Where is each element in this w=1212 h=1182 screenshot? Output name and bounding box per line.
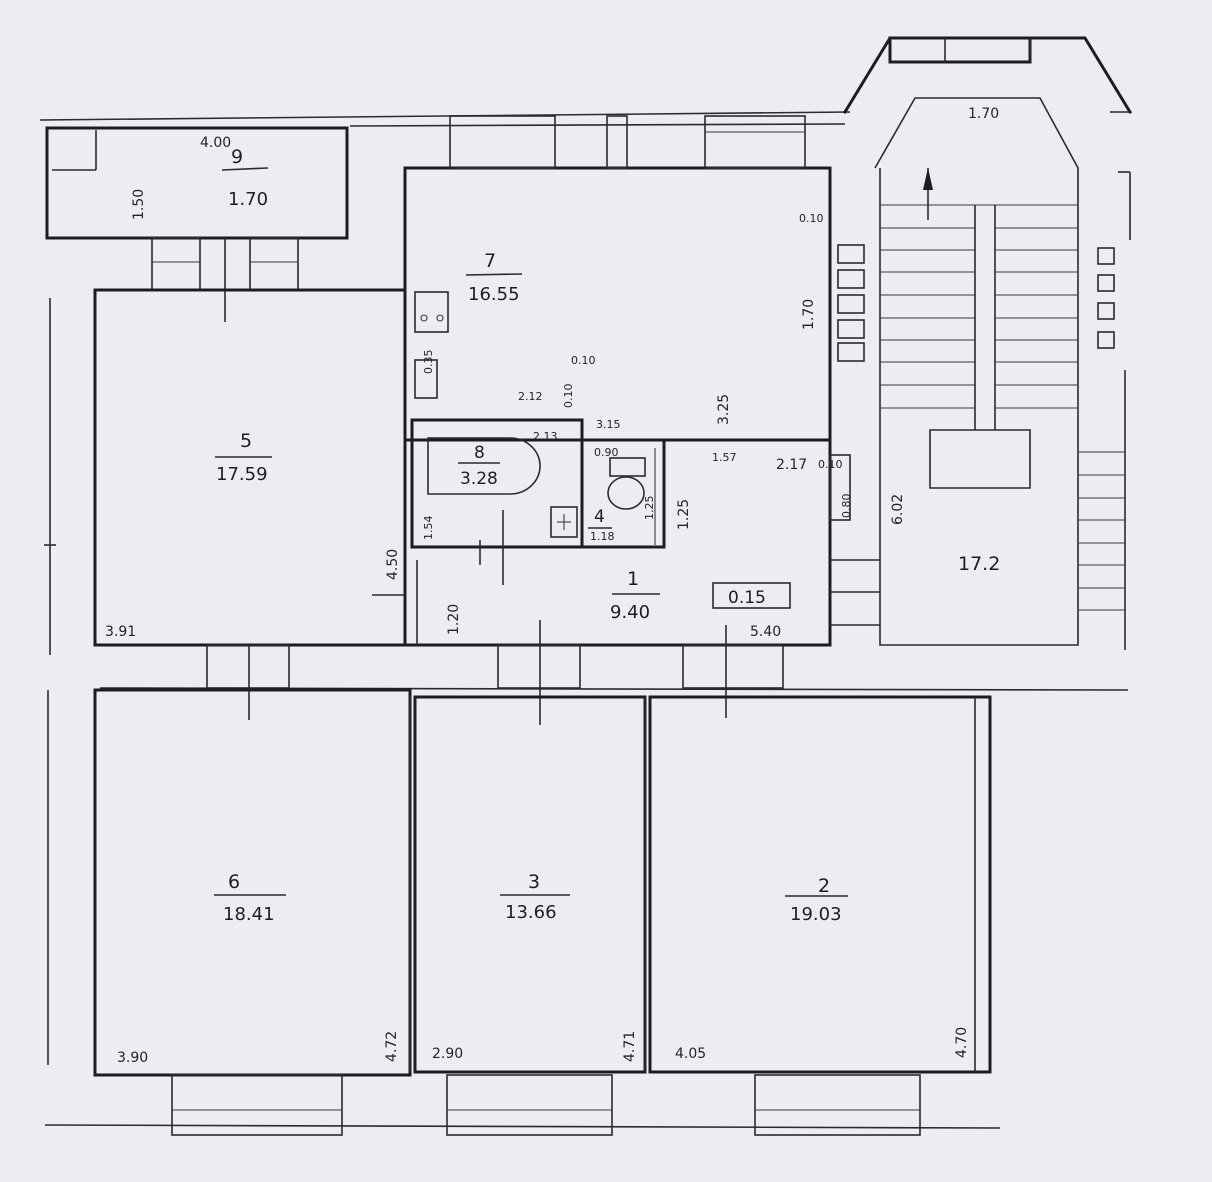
balcony-door-left bbox=[151, 237, 201, 291]
stove-icon bbox=[414, 291, 449, 333]
room-8-area: 3.28 bbox=[460, 469, 498, 489]
dim-balcony-length: 4.00 bbox=[200, 135, 231, 151]
dim-kitchen-height: 3.25 bbox=[716, 394, 732, 425]
dim-partition-b: 0.10 bbox=[562, 384, 575, 409]
room-9-area: 1.70 bbox=[228, 189, 268, 210]
stair-area: 17.2 bbox=[958, 553, 1000, 575]
room-3-number: 3 bbox=[528, 871, 540, 893]
dim-room2-height: 4.70 bbox=[954, 1027, 970, 1058]
stair-side-marks bbox=[1097, 171, 1131, 349]
top-wall-line bbox=[39, 111, 851, 121]
dim-span-157: 1.57 bbox=[712, 451, 737, 464]
room-9-number: 9 bbox=[231, 146, 243, 168]
dim-partition-c: 0.10 bbox=[818, 458, 843, 471]
outer-wall-bottom bbox=[44, 1124, 1001, 1129]
stair-direction-arrow bbox=[923, 168, 933, 220]
dim-room2-width: 4.05 bbox=[675, 1046, 706, 1062]
dim-partition-a: 0.10 bbox=[571, 354, 596, 367]
bathtub-icon bbox=[427, 437, 541, 495]
corridor-window-right bbox=[682, 644, 784, 689]
dim-stair-height: 6.02 bbox=[890, 494, 906, 525]
dim-wc-width: 0.90 bbox=[594, 446, 619, 459]
toilet-bowl-icon bbox=[607, 476, 645, 510]
room-1-area: 9.40 bbox=[610, 602, 650, 623]
room-6-walls bbox=[93, 688, 412, 1077]
room-7-area: 16.55 bbox=[468, 284, 520, 305]
dim-hood: 0.35 bbox=[422, 350, 435, 375]
radiator-icon bbox=[837, 244, 865, 362]
room-4-walls bbox=[580, 438, 666, 549]
room-6-area: 18.41 bbox=[223, 904, 275, 925]
stairwell-outline bbox=[842, 36, 1133, 115]
room-4-number: 4 bbox=[594, 507, 605, 527]
dim-room3-width: 2.90 bbox=[432, 1046, 463, 1062]
dim-side-080: 0.80 bbox=[840, 494, 853, 519]
dim-bath-height: 1.54 bbox=[422, 516, 435, 541]
balcony-door-right bbox=[249, 237, 299, 291]
entry-door bbox=[829, 454, 851, 521]
dim-span-315: 3.15 bbox=[596, 418, 621, 431]
dim-bath-width: 2.13 bbox=[533, 430, 558, 443]
room-6-number: 6 bbox=[228, 871, 240, 893]
room-5-area: 17.59 bbox=[216, 464, 268, 485]
room-8-number: 8 bbox=[474, 443, 485, 463]
kitchen-window-right bbox=[704, 115, 806, 169]
dim-hall-gap: 1.20 bbox=[446, 604, 462, 635]
dim-room6-width: 3.90 bbox=[117, 1050, 148, 1066]
dim-kitchen-wall: 0.10 bbox=[799, 212, 824, 225]
dim-wc-inner: 1.25 bbox=[643, 496, 656, 521]
dim-balcony-width: 1.50 bbox=[131, 189, 147, 220]
dim-stair-top: 1.70 bbox=[968, 106, 999, 122]
dim-hall-width: 5.40 bbox=[750, 624, 781, 640]
window-room-2 bbox=[754, 1074, 921, 1136]
stair-steps bbox=[880, 204, 1126, 650]
kitchen-window-left bbox=[449, 115, 556, 169]
room-2-number: 2 bbox=[818, 875, 830, 897]
room-1-number: 1 bbox=[627, 568, 639, 590]
room-4-area: 1.18 bbox=[590, 530, 615, 543]
dim-bath-top: 2.12 bbox=[518, 390, 543, 403]
dim-room5-height: 4.50 bbox=[385, 549, 401, 580]
window-room-6 bbox=[171, 1074, 343, 1136]
top-wall-inner bbox=[349, 123, 846, 127]
dim-span-217: 2.17 bbox=[776, 457, 807, 473]
balcony-outline bbox=[45, 126, 349, 240]
room-7-number: 7 bbox=[484, 250, 496, 272]
dim-kitchen-window: 1.70 bbox=[801, 299, 817, 330]
room-5-number: 5 bbox=[240, 430, 252, 452]
kitchen-window-mid bbox=[606, 115, 628, 169]
window-room-3 bbox=[446, 1074, 613, 1136]
toilet-tank-icon bbox=[609, 457, 646, 477]
dim-wc-height: 1.25 bbox=[676, 499, 692, 530]
sink-icon bbox=[414, 359, 438, 399]
washbasin-icon bbox=[550, 506, 578, 538]
corridor-window-mid bbox=[497, 644, 581, 689]
room-2-area: 19.03 bbox=[790, 904, 842, 925]
room-3-area: 13.66 bbox=[505, 902, 557, 923]
dim-room6-height: 4.72 bbox=[384, 1031, 400, 1062]
hall-marker-value: 0.15 bbox=[728, 588, 766, 608]
corridor-window-left bbox=[206, 644, 290, 689]
dim-room5-width: 3.91 bbox=[105, 624, 136, 640]
room-2-walls bbox=[648, 695, 992, 1074]
hall-marker-box bbox=[712, 582, 791, 609]
dim-room3-height: 4.71 bbox=[622, 1031, 638, 1062]
